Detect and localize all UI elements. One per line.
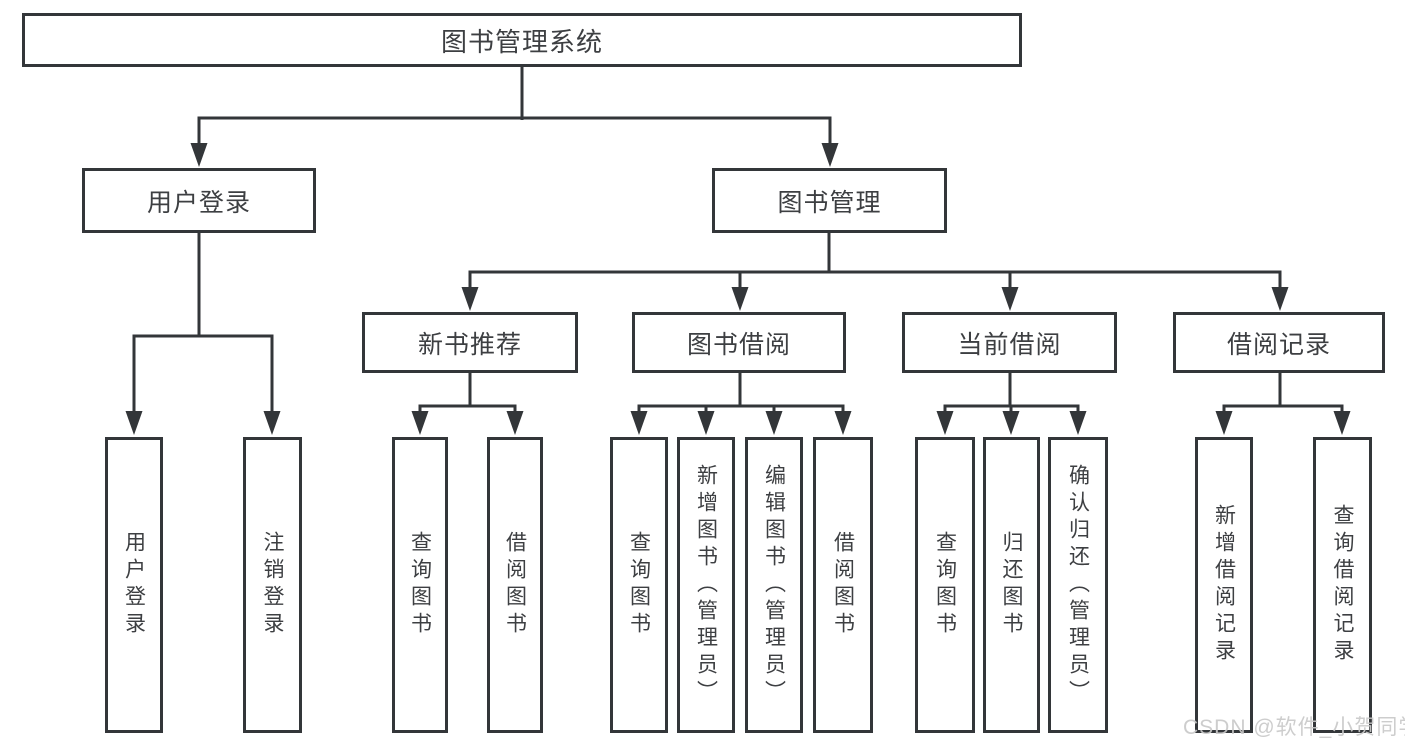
leaf-borrow-query-books: 查询图书 [610, 437, 668, 733]
leaf-borrow-edit-books-admin: 编辑图书（管理员） [745, 437, 803, 733]
leaf-current-return-books: 归还图书 [983, 437, 1040, 733]
leaf-current-query-books: 查询图书 [915, 437, 975, 733]
leaf-user-login: 用户登录 [105, 437, 163, 733]
node-user-login: 用户登录 [82, 168, 316, 233]
csdn-watermark: CSDN @软件_小贺同学 [1183, 716, 1405, 739]
node-system-root: 图书管理系统 [22, 13, 1022, 67]
leaf-newbook-borrow-books: 借阅图书 [487, 437, 543, 733]
leaf-records-add-record: 新增借阅记录 [1195, 437, 1253, 733]
leaf-current-confirm-return-admin: 确认归还（管理员） [1048, 437, 1108, 733]
leaf-newbook-query-books: 查询图书 [392, 437, 448, 733]
node-borrow-records: 借阅记录 [1173, 312, 1385, 373]
node-book-borrow: 图书借阅 [632, 312, 846, 373]
node-book-management: 图书管理 [712, 168, 947, 233]
leaf-borrow-borrow-books: 借阅图书 [813, 437, 873, 733]
leaf-records-query-record: 查询借阅记录 [1313, 437, 1372, 733]
leaf-borrow-add-books-admin: 新增图书（管理员） [677, 437, 735, 733]
node-new-book-recommend: 新书推荐 [362, 312, 578, 373]
leaf-logout: 注销登录 [243, 437, 302, 733]
node-current-borrow: 当前借阅 [902, 312, 1117, 373]
